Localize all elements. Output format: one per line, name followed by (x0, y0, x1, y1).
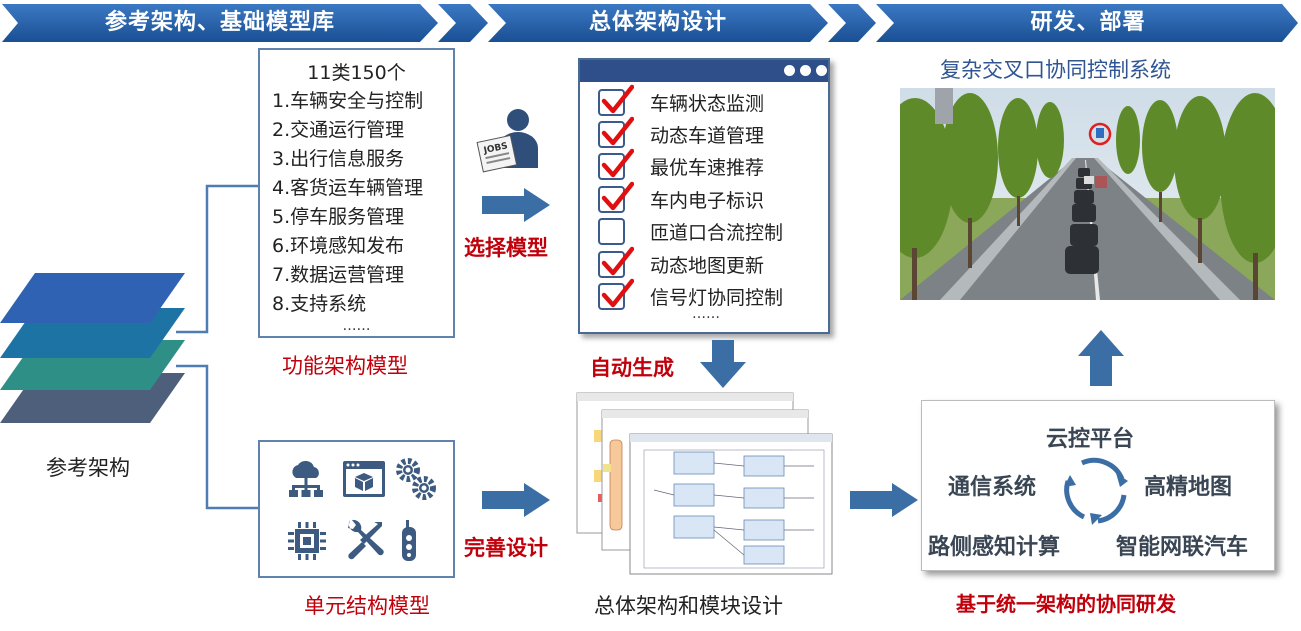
browser-box-icon (343, 461, 385, 497)
platform-hd-map: 高精地图 (1144, 475, 1233, 500)
deploy-caption: 基于统一架构的协同研发 (956, 592, 1176, 616)
platform-roadside-computing: 路侧感知计算 (928, 535, 1061, 560)
banner-segment-2 (488, 4, 828, 42)
checklist-item[interactable]: 信号灯协同控制 (598, 278, 784, 312)
list-item: 1.车辆安全与控制 (272, 90, 424, 112)
function-model-caption: 功能架构模型 (282, 354, 408, 378)
window-titlebar (580, 60, 828, 82)
list-item: 2.交通运行管理 (272, 119, 405, 141)
checkbox[interactable] (598, 246, 634, 278)
checklist-item-label: 匝道口合流控制 (650, 222, 784, 245)
auto-generate-label: 自动生成 (590, 356, 674, 380)
gears-icon (396, 458, 436, 500)
tools-icon (348, 519, 384, 560)
checkmark-icon (601, 246, 634, 275)
banner-chevron-2 (828, 4, 876, 42)
cycle-arrows-icon (1064, 457, 1128, 525)
function-model-count: 11类150个 (307, 62, 406, 84)
checklist-item-label: 动态地图更新 (650, 254, 765, 277)
window-dot-icon (816, 65, 827, 76)
platform-communication: 通信系统 (948, 475, 1037, 500)
banner-title-library: 参考架构、基础模型库 (104, 10, 335, 35)
checkbox[interactable] (598, 278, 634, 310)
checklist-item-label: 动态车道管理 (650, 124, 765, 147)
checkmark-icon (601, 278, 634, 308)
checkbox[interactable] (598, 181, 634, 213)
select-arrow-icon (482, 188, 550, 222)
checklist-item[interactable]: 车辆状态监测 (598, 84, 765, 118)
checkbox[interactable] (598, 84, 634, 116)
list-item: 4.客货运车辆管理 (272, 177, 424, 199)
banner-segment-3 (876, 4, 1298, 42)
module-checklist-window: 车辆状态监测动态车道管理最优车速推荐车内电子标识匝道口合流控制动态地图更新信号灯… (578, 58, 830, 334)
checklist-item-label: 最优车速推荐 (650, 157, 765, 180)
layer-stack-icon (0, 273, 185, 423)
list-item: 7.数据运营管理 (272, 264, 405, 286)
unit-model-caption: 单元结构模型 (304, 594, 430, 618)
checklist-item-label: 车辆状态监测 (650, 92, 765, 115)
window-dot-icon (800, 65, 811, 76)
checkbox[interactable] (598, 218, 625, 246)
banner-title-design: 总体架构设计 (588, 10, 727, 35)
cloud-network-icon (289, 460, 323, 497)
auto-generate-arrow-icon (700, 340, 746, 388)
checklist-item[interactable]: 车内电子标识 (598, 181, 765, 215)
checklist-item[interactable]: 匝道口合流控制 (598, 216, 783, 248)
collaboration-platform-box: 云控平台 通信系统 高精地图 路侧感知计算 智能网联汽车 (921, 400, 1275, 571)
reference-architecture-label: 参考架构 (46, 456, 130, 480)
checklist-item[interactable]: 动态地图更新 (598, 246, 765, 280)
job-seeker-icon: JOBS (476, 109, 538, 173)
checkbox[interactable] (598, 116, 634, 148)
checklist-ellipsis: …… (692, 306, 720, 322)
chip-icon (288, 522, 326, 560)
list-item: 3.出行信息服务 (272, 148, 405, 170)
list-item: 5.停车服务管理 (272, 206, 405, 228)
checkbox[interactable] (598, 149, 634, 181)
unit-model-box (258, 440, 455, 578)
checklist-item-label: 信号灯协同控制 (650, 286, 784, 309)
list-ellipsis: …… (342, 318, 371, 334)
window-dot-icon (784, 65, 795, 76)
platform-cloud-control: 云控平台 (1046, 427, 1135, 452)
header-banner (2, 4, 1298, 42)
deploy-title: 复杂交叉口协同控制系统 (940, 58, 1171, 82)
banner-chevron-1 (438, 4, 488, 42)
design-caption: 总体架构和模块设计 (594, 594, 783, 618)
list-item: 6.环境感知发布 (272, 235, 405, 257)
sensor-icon (402, 520, 416, 561)
deploy-up-arrow-icon (1078, 330, 1124, 386)
refine-design-label: 完善设计 (464, 536, 548, 560)
select-model-label: 选择模型 (464, 236, 548, 260)
traffic-simulation-scene (900, 88, 1275, 300)
checkmark-icon (601, 116, 634, 146)
checkmark-icon (601, 84, 634, 113)
banner-segment-1 (2, 4, 438, 42)
checkmark-icon (601, 149, 634, 178)
list-item: 8.支持系统 (272, 293, 367, 315)
checklist-item[interactable]: 最优车速推荐 (598, 149, 765, 183)
checkmark-icon (601, 181, 634, 210)
architecture-design-diagrams (576, 392, 833, 575)
platform-connected-vehicle: 智能网联汽车 (1116, 535, 1249, 560)
deploy-arrow-icon (850, 483, 918, 517)
refine-arrow-icon (482, 483, 550, 517)
function-model-list: 11类150个 1.车辆安全与控制 2.交通运行管理 3.出行信息服务 4.客货… (258, 48, 455, 338)
checklist-item[interactable]: 动态车道管理 (598, 116, 765, 150)
checklist-item-label: 车内电子标识 (650, 189, 765, 212)
banner-title-deploy: 研发、部署 (1030, 10, 1146, 35)
